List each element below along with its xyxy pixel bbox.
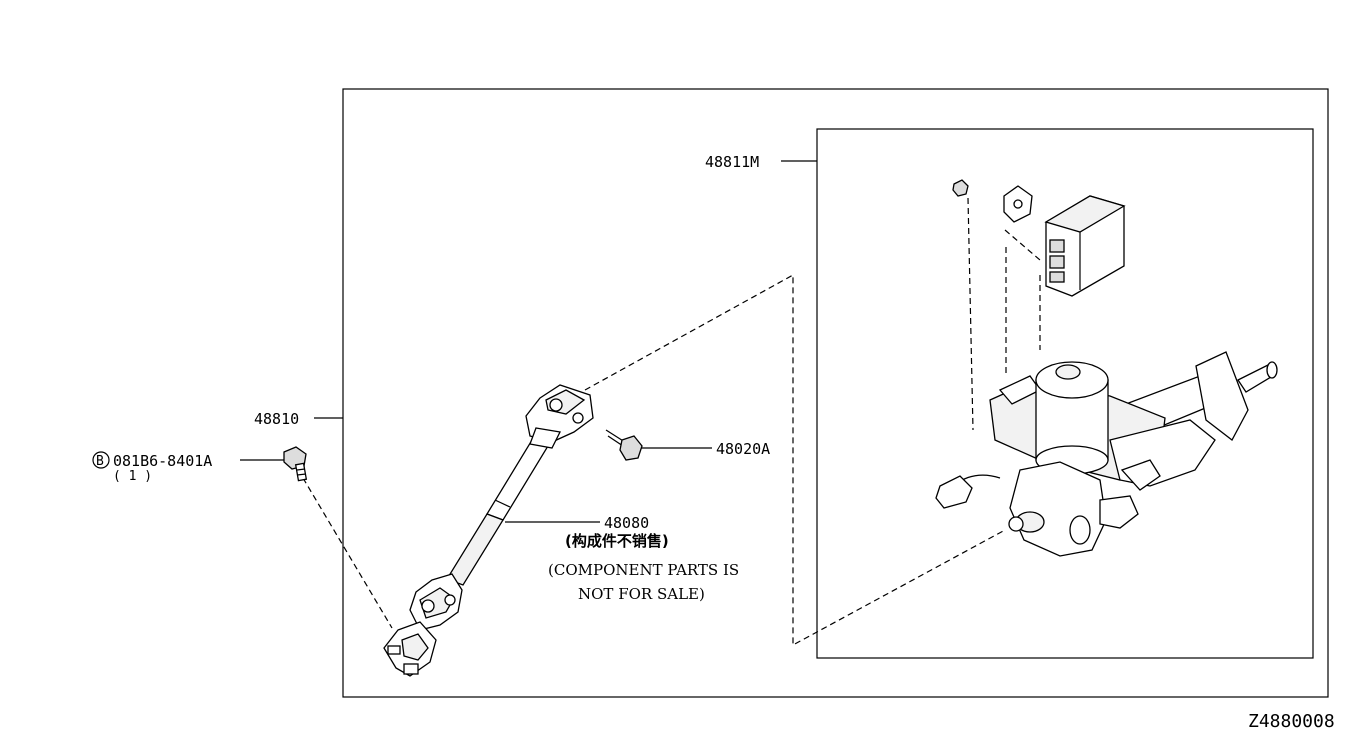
label-bolt-letter: B bbox=[96, 454, 104, 469]
circle-b-icon bbox=[92, 451, 110, 469]
label-48080[interactable]: 48080 bbox=[604, 514, 649, 532]
dash-nut bbox=[967, 197, 974, 431]
label-48080-note-en-2: NOT FOR SALE) bbox=[578, 585, 705, 603]
dash-bolt-to-joint bbox=[302, 477, 393, 629]
outer-frame bbox=[342, 88, 1329, 698]
label-48020a[interactable]: 48020A bbox=[716, 440, 770, 458]
intermediate-shaft-icon bbox=[383, 384, 594, 677]
label-48080-note-en-1: (COMPONENT PARTS IS bbox=[548, 561, 739, 579]
diagram-code: Z4880008 bbox=[1248, 711, 1335, 732]
label-48811m[interactable]: 48811M bbox=[705, 153, 759, 171]
bolt-081b6-icon bbox=[283, 446, 308, 482]
label-bolt-qty: ( 1 ) bbox=[113, 469, 152, 484]
bolt-48020a-icon bbox=[605, 429, 643, 461]
label-48810[interactable]: 48810 bbox=[254, 410, 299, 428]
dash-bracket bbox=[1004, 229, 1041, 261]
label-48080-note-cn: (构成件不销售) bbox=[565, 532, 669, 550]
label-bolt-part[interactable]: 081B6-8401A bbox=[113, 452, 212, 470]
steering-column-icon bbox=[935, 179, 1278, 557]
dash-upper-joint-to-column bbox=[584, 273, 1006, 647]
inner-frame bbox=[816, 128, 1314, 659]
